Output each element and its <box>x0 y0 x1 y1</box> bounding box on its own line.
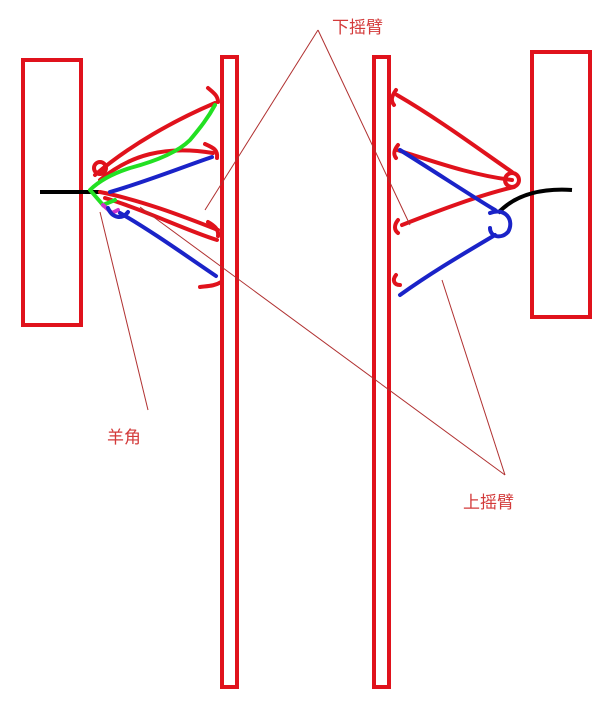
left-frame-rail <box>220 55 239 689</box>
leader-lower-to-right <box>317 29 411 226</box>
lower-arm-label: 下摇臂 <box>332 18 383 38</box>
leader-knuckle <box>99 211 149 411</box>
right-axle <box>496 187 573 215</box>
right-wheel <box>530 50 592 319</box>
leader-upper-to-right <box>441 279 506 476</box>
leader-lower-to-left <box>204 29 319 211</box>
right-frame-rail <box>372 55 391 689</box>
upper-arm-label: 上摇臂 <box>463 493 514 513</box>
leader-upper-to-left <box>139 206 506 476</box>
knuckle-label: 羊角 <box>107 428 141 448</box>
left-upper-arm <box>106 155 218 278</box>
left-lower-arm <box>92 86 223 289</box>
right-upper-arm <box>398 148 513 297</box>
leader-lines <box>99 29 506 476</box>
